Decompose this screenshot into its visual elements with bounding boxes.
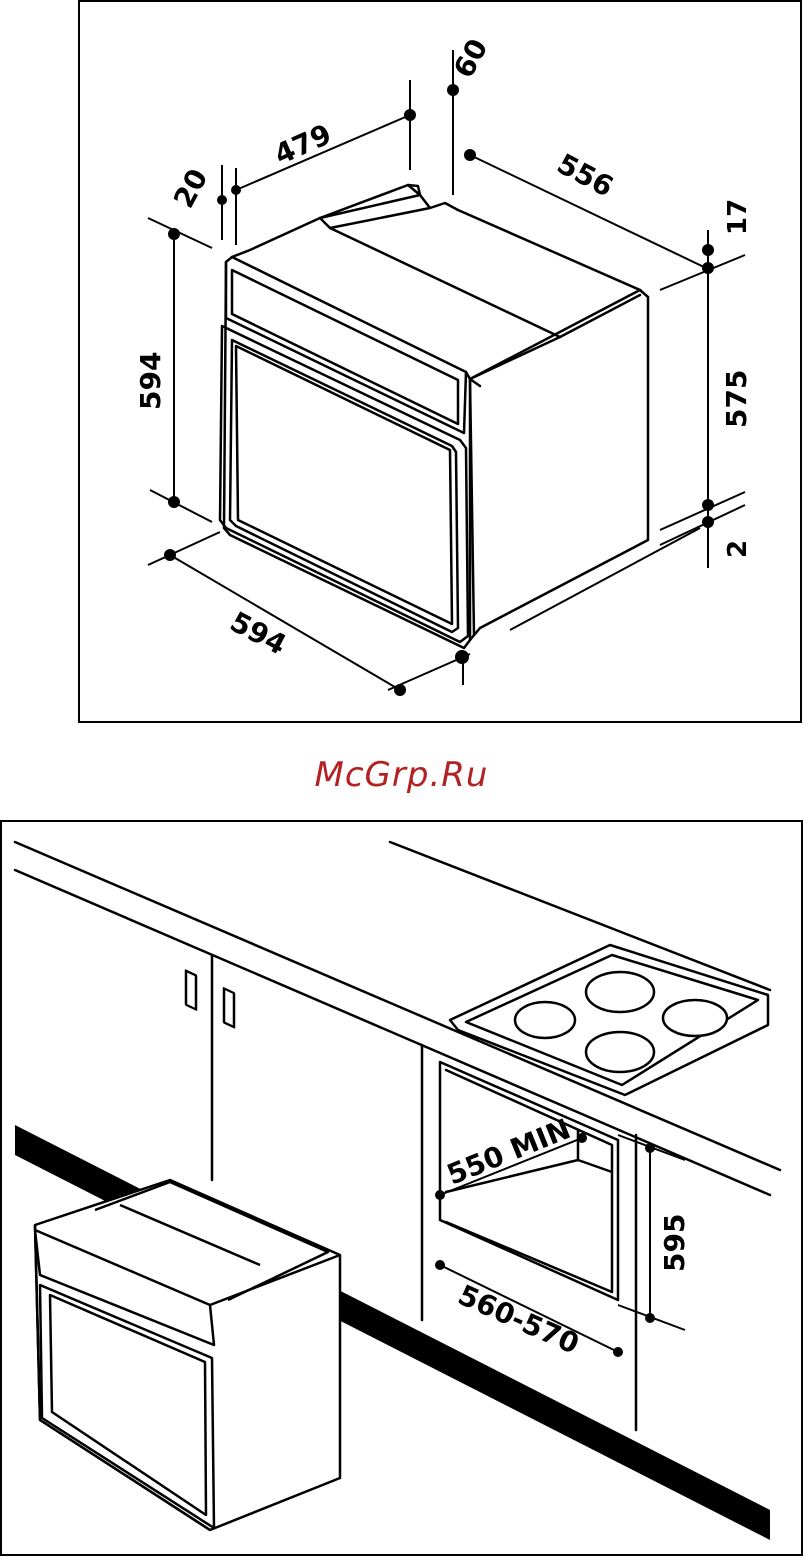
burner <box>586 1032 654 1072</box>
niche-height-label: 595 <box>658 1214 691 1272</box>
burner <box>586 972 654 1012</box>
cabinet-handle <box>186 971 196 1010</box>
countertop <box>15 842 780 1170</box>
burner <box>515 1002 575 1038</box>
cabinet-handle <box>224 988 234 1027</box>
niche-depth-label: 550 MIN <box>442 1112 575 1191</box>
niche-width-label: 560-570 <box>453 1278 584 1360</box>
burner <box>663 1000 727 1036</box>
